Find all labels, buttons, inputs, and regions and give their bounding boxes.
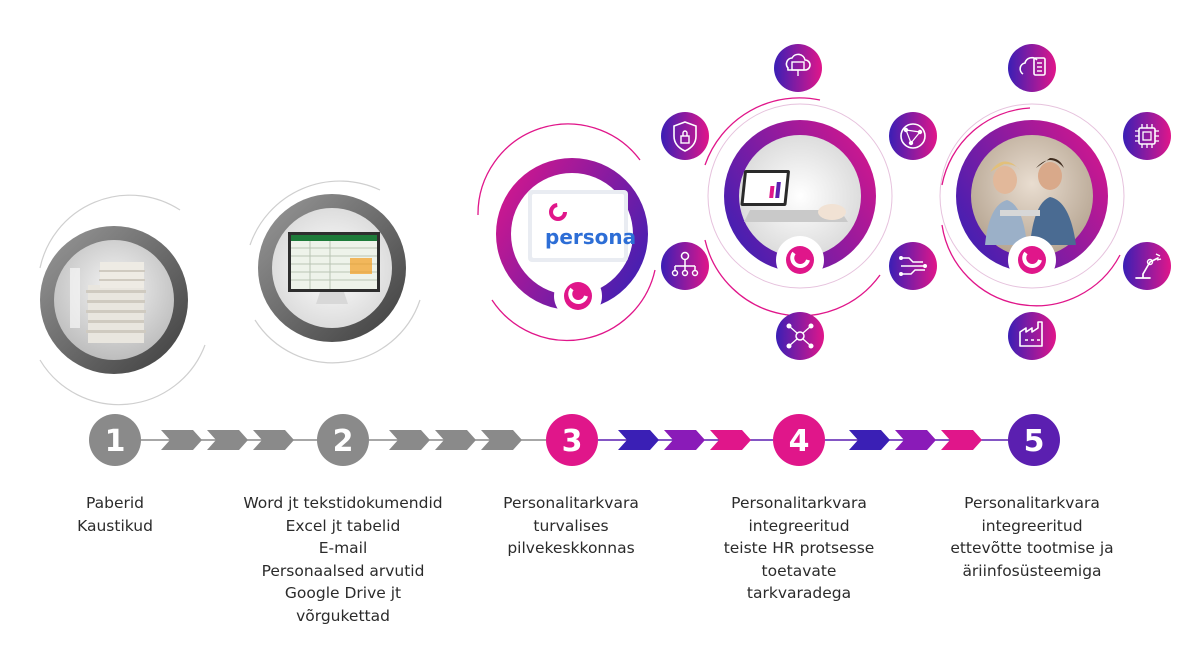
- step5-caption: Personalitarkvara integreeritud ettevõtt…: [917, 492, 1147, 582]
- caption-line: Excel jt tabelid: [285, 516, 401, 535]
- caption-line: äriinfosüsteemiga: [962, 561, 1102, 580]
- factory-icon: [1008, 312, 1056, 360]
- caption-line: Personalitarkvara: [731, 494, 867, 512]
- caption-line: E-mail: [318, 539, 368, 557]
- svg-text:5: 5: [1024, 424, 1045, 459]
- caption-line: integreeritud: [981, 516, 1083, 535]
- caption-line: võrgukettad: [296, 606, 390, 625]
- step2-caption: Word jt tekstidokumendid Excel jt tabeli…: [228, 492, 458, 627]
- gray-chevrons-1: [161, 430, 294, 450]
- caption-line: tarkvaradega: [746, 584, 852, 602]
- caption-line: Personaalsed arvutid: [261, 561, 425, 580]
- step4-number-badge: 4: [773, 414, 825, 466]
- persona-badge: [1008, 236, 1056, 284]
- step1-caption: Paberid Kaustikud: [0, 492, 230, 537]
- gray-chevrons-2: [389, 430, 522, 450]
- brand-chevrons-1: [618, 430, 751, 450]
- caption-line: ettevõtte tootmise ja: [950, 539, 1114, 557]
- caption-line: Personalitarkvara: [964, 494, 1100, 512]
- caption-line: Paberid: [85, 494, 145, 512]
- caption-line: Google Drive jt: [284, 584, 402, 602]
- step1-number-badge: 1: [89, 414, 141, 466]
- caption-line: integreeritud: [748, 516, 850, 535]
- persona-logo-text: persona: [545, 225, 636, 249]
- caption-line: Personalitarkvara: [503, 494, 639, 512]
- step3-caption: Personalitarkvara turvalises pilvekeskko…: [456, 492, 686, 560]
- caption-line: turvalises: [533, 516, 609, 535]
- persona-badge: [554, 272, 602, 320]
- caption-line: teiste HR protsesse: [723, 539, 875, 557]
- persona-badge: [776, 236, 824, 284]
- spreadsheet-monitor: [288, 232, 380, 304]
- step2-number-badge: 2: [317, 414, 369, 466]
- brand-chevrons-2: [849, 430, 982, 450]
- step5-illustration: [939, 44, 1171, 360]
- step2-illustration: [249, 180, 421, 364]
- hub-network-icon: [776, 312, 824, 360]
- svg-text:4: 4: [789, 424, 810, 459]
- cloud-monitor-icon: [774, 44, 822, 92]
- svg-text:2: 2: [333, 424, 354, 459]
- caption-line: toetavate: [761, 561, 837, 580]
- network-globe-icon: [889, 112, 937, 160]
- robot-arm-icon: [1123, 242, 1171, 290]
- caption-line: Word jt tekstidokumendid: [243, 494, 443, 512]
- caption-line: pilvekeskkonnas: [507, 539, 635, 557]
- shield-lock-icon: [661, 112, 709, 160]
- step5-number-badge: 5: [1008, 414, 1060, 466]
- org-chart-icon: [661, 242, 709, 290]
- svg-text:1: 1: [105, 424, 126, 459]
- svg-text:3: 3: [562, 424, 583, 459]
- laptop-photo: [740, 170, 848, 222]
- cpu-chip-icon: [1123, 112, 1171, 160]
- caption-line: Kaustikud: [77, 516, 153, 535]
- dataflow-icon: [889, 242, 937, 290]
- step3-number-badge: 3: [546, 414, 598, 466]
- step4-illustration: [661, 44, 937, 360]
- step4-caption: Personalitarkvara integreeritud teiste H…: [684, 492, 914, 605]
- step3-illustration: persona: [477, 123, 656, 342]
- persona-monitor: persona: [528, 190, 636, 262]
- people-photo: [985, 158, 1076, 245]
- step1-illustration: [39, 194, 206, 406]
- timeline: 1 2 3 4 5: [89, 414, 1060, 466]
- paper-stack: [70, 262, 146, 343]
- cloud-server-icon: [1008, 44, 1056, 92]
